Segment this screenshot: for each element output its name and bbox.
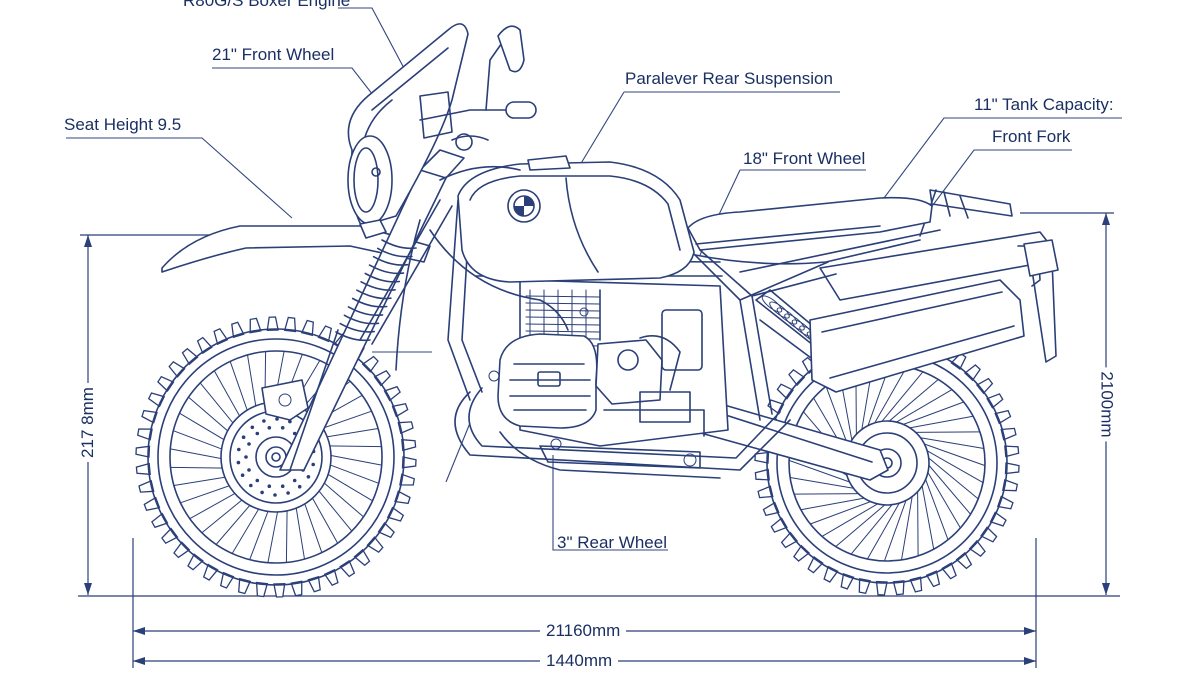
fuel-tank [457, 155, 695, 283]
boxer-engine [497, 279, 729, 469]
fairing [347, 23, 469, 239]
seat [687, 196, 933, 265]
cables [395, 219, 601, 382]
label-rear-wheel: 3" Rear Wheel [557, 533, 667, 552]
dimension-overall-length: 21160mm [540, 622, 627, 639]
label-front-wheel-18: 18" Front Wheel [743, 149, 866, 168]
exhaust [454, 279, 1025, 479]
front-fork [279, 149, 465, 471]
dimension-left-height: 217 8mm [78, 383, 97, 462]
label-boxer-engine: R80G/S Boxer Engine [183, 0, 351, 10]
label-front-fork: Front Fork [992, 127, 1071, 146]
label-front-wheel-21: 21" Front Wheel [212, 45, 335, 64]
handlebar [419, 25, 537, 181]
dimension-right-height: 2100mm [1098, 367, 1117, 442]
label-seat-height: Seat Height 9.5 [64, 115, 182, 134]
rear-fender [819, 189, 1059, 363]
label-tank-capacity: 11" Tank Capacity: [974, 95, 1114, 114]
dimension-wheelbase: 1440mm [540, 652, 619, 669]
label-paralever-suspension: Paralever Rear Suspension [625, 69, 833, 88]
front-wheel [135, 316, 417, 598]
leader-lines [66, 7, 1122, 551]
bmw-roundel [507, 189, 541, 223]
front-fender [161, 225, 431, 273]
